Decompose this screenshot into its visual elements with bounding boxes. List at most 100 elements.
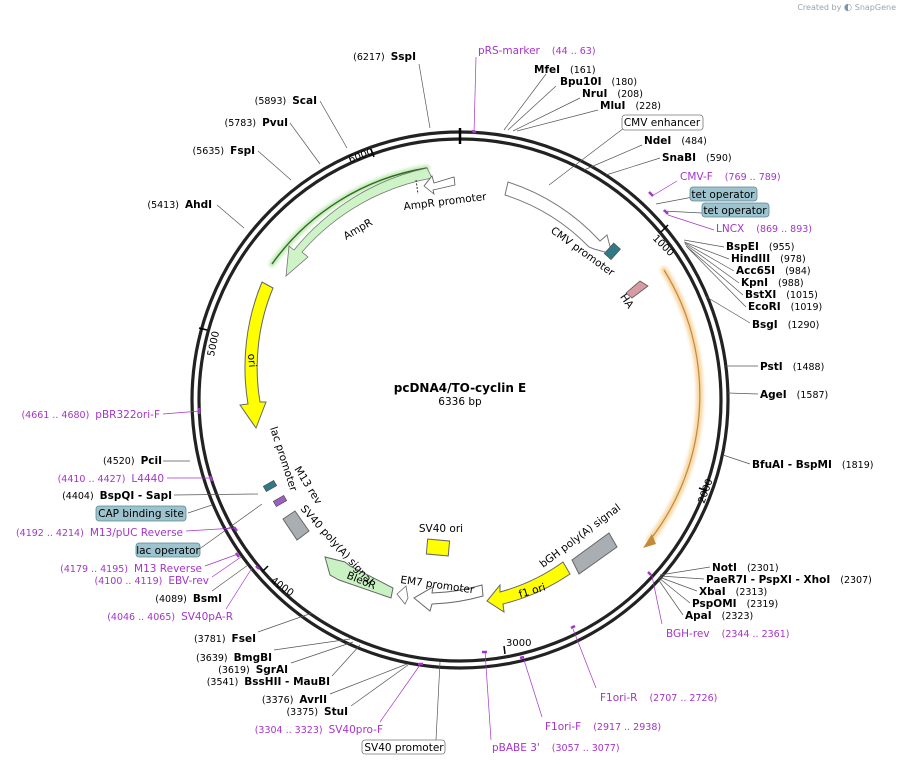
credit-prefix: Created by (797, 3, 842, 12)
primer-ebv-rev[interactable]: (4100 .. 4119)EBV-rev (95, 575, 210, 587)
enzyme-psti[interactable]: PstI(1488) (760, 361, 824, 373)
enzyme-pcii[interactable]: (4520)PciI (103, 455, 162, 467)
enzyme-pos: (1587) (797, 390, 829, 401)
enzyme-avrii[interactable]: (3376)AvrII (262, 694, 327, 706)
primer-range: (4179 .. 4195) (60, 564, 128, 575)
primer-range: (4410 .. 4427) (58, 474, 126, 485)
enzyme-kpni[interactable]: KpnI(988) (741, 277, 804, 289)
primer-bgh-rev[interactable]: BGH-rev(2344 .. 2361) (666, 628, 789, 640)
sv40-ori-block[interactable] (425, 538, 451, 557)
enzyme-fsei[interactable]: (3781)FseI (194, 633, 256, 645)
enzyme-bpu10i[interactable]: Bpu10I(180) (560, 76, 637, 88)
tick-label: 4000 (268, 575, 295, 599)
enzyme-bsshii-maubi[interactable]: (3541)BssHII - MauBI (207, 676, 330, 688)
ori-arrow[interactable] (239, 281, 274, 430)
enzyme-bfuai-bspmi[interactable]: BfuAI - BspMI(1819) (752, 459, 873, 471)
primer-f1ori-r[interactable]: F1ori-R(2707 .. 2726) (600, 692, 717, 704)
enzyme-bspqi-sapi[interactable]: (4404)BspQI - SapI (62, 490, 172, 502)
primer-cmv-f[interactable]: CMV-F(769 .. 789) (680, 171, 781, 183)
enzyme-bstxi[interactable]: BstXI(1015) (745, 289, 818, 301)
connector-cmv-f (651, 180, 678, 197)
lac-operator-block[interactable] (262, 479, 278, 493)
bgh-polya-block[interactable] (571, 532, 618, 575)
enzyme-bsmi[interactable]: (4089)BsmI (155, 593, 222, 605)
primer-name: M13 Reverse (134, 563, 202, 575)
enzyme-mfei[interactable]: MfeI(161) (534, 64, 596, 76)
enzyme-pspomi[interactable]: PspOMI(2319) (692, 598, 778, 610)
tick-label: 3000 (506, 638, 531, 649)
primer-range: (2344 .. 2361) (722, 629, 790, 640)
em7-promoter-arrow[interactable] (413, 584, 484, 612)
cmv-enhancer-box[interactable] (621, 114, 704, 131)
enzyme-bmgbi[interactable]: (3639)BmgBI (196, 652, 272, 664)
enzyme-ecori[interactable]: EcoRI(1019) (748, 301, 822, 313)
enzyme-agei[interactable]: AgeI(1587) (760, 389, 828, 401)
primer-sv40pro-f[interactable]: (3304 .. 3323)SV40pro-F (255, 724, 383, 736)
ampr-promoter-arrow[interactable] (423, 175, 456, 196)
primer-range: (2917 .. 2938) (593, 722, 661, 733)
primer-l4440[interactable]: (4410 .. 4427)L4440 (58, 473, 164, 485)
f1-ori-arrow[interactable] (486, 561, 571, 614)
connector-pbr322ori-f (162, 410, 201, 415)
enzyme-name: PciI (141, 455, 162, 467)
enzyme-stui[interactable]: (3375)StuI (286, 706, 348, 718)
connector-bsgi (704, 295, 751, 324)
enzyme-pos: (1290) (788, 320, 820, 331)
enzyme-bsgi[interactable]: BsgI (1290) (752, 319, 819, 331)
enzyme-apai[interactable]: ApaI(2323) (685, 610, 753, 622)
enzyme-name: NruI (582, 88, 607, 100)
lac-operator-box[interactable] (135, 542, 201, 558)
tet-operator-block[interactable] (603, 242, 621, 261)
connector-hindiii (683, 241, 730, 260)
enzyme-scai[interactable]: (5893)ScaI (255, 95, 317, 107)
bleor-arrow[interactable] (324, 556, 394, 599)
cmv-promoter-arrow[interactable] (504, 181, 613, 255)
primer-f1ori-f[interactable]: F1ori-F(2917 .. 2938) (545, 721, 661, 733)
enzyme-noti[interactable]: NotI(2301) (712, 562, 779, 574)
enzyme-pos: (955) (769, 242, 795, 253)
primer-name: EBV-rev (168, 575, 209, 587)
tet-operator-box-2[interactable] (701, 202, 770, 218)
tick-mark (261, 565, 269, 573)
enzyme-ahdi[interactable]: (5413)AhdI (147, 199, 212, 211)
primer-pbr322ori-f[interactable]: (4661 .. 4680)pBR322ori-F (21, 409, 160, 421)
primer-m13-puc-reverse[interactable]: (4192 .. 4214)M13/pUC Reverse (16, 527, 183, 539)
enzyme-paer7i-pspxi-xhoi[interactable]: PaeR7I - PspXI - XhoI(2307) (706, 574, 872, 586)
enzyme-pos: (590) (706, 153, 732, 164)
primer-prs-marker[interactable]: pRS-marker(44 .. 63) (478, 45, 596, 57)
primer-range: (3304 .. 3323) (255, 725, 323, 736)
connector-pvui (289, 122, 321, 165)
primer-sv40pa-r[interactable]: (4046 .. 4065)SV40pA-R (107, 611, 233, 623)
connector-bstxi (685, 245, 744, 296)
enzyme-fspi[interactable]: (5635)FspI (193, 145, 255, 157)
cyclin-e-orf[interactable] (649, 269, 701, 541)
connector-f1ori-f (523, 659, 543, 718)
enzyme-name: BsgI (752, 319, 778, 331)
enzyme-sspi[interactable]: (6217)SspI (353, 51, 416, 63)
enzyme-xbai[interactable]: XbaI(2313) (699, 586, 767, 598)
enzyme-nrui[interactable]: NruI(208) (582, 88, 643, 100)
primer-lncx[interactable]: LNCX(869 .. 893) (716, 223, 812, 235)
enzyme-acc65i[interactable]: Acc65I(984) (736, 265, 811, 277)
ampr-arrow[interactable] (285, 167, 433, 277)
primer-m13-reverse[interactable]: (4179 .. 4195) M13 Reverse (60, 563, 202, 575)
m13-rev-block[interactable] (272, 494, 288, 508)
enzyme-mlui[interactable]: MluI(228) (600, 100, 661, 112)
cap-binding-site-box[interactable] (95, 505, 187, 522)
ampr-junction (415, 179, 419, 195)
sv40-promoter-box[interactable] (361, 739, 446, 755)
enzyme-pvui[interactable]: (5783)PvuI (224, 117, 288, 129)
enzyme-name: KpnI (741, 277, 768, 289)
enzyme-ndei[interactable]: NdeI(484) (644, 135, 707, 147)
enzyme-snabi[interactable]: SnaBI(590) (662, 152, 732, 164)
enzyme-bspei[interactable]: BspEI(955) (726, 241, 794, 253)
enzyme-sgrai[interactable]: (3619)SgrAI (218, 664, 288, 676)
connector-nrui (512, 97, 581, 132)
tet-operator-box-1[interactable] (689, 186, 758, 202)
ha-tag-arrow[interactable] (625, 280, 649, 299)
primer-pbabe-3[interactable]: pBABE 3'(3057 .. 3077) (492, 742, 620, 754)
connector-cmv-enhancer (548, 127, 625, 186)
sv40-polya-block[interactable] (282, 510, 310, 541)
enzyme-hindiii[interactable]: HindIII(978) (731, 253, 806, 265)
